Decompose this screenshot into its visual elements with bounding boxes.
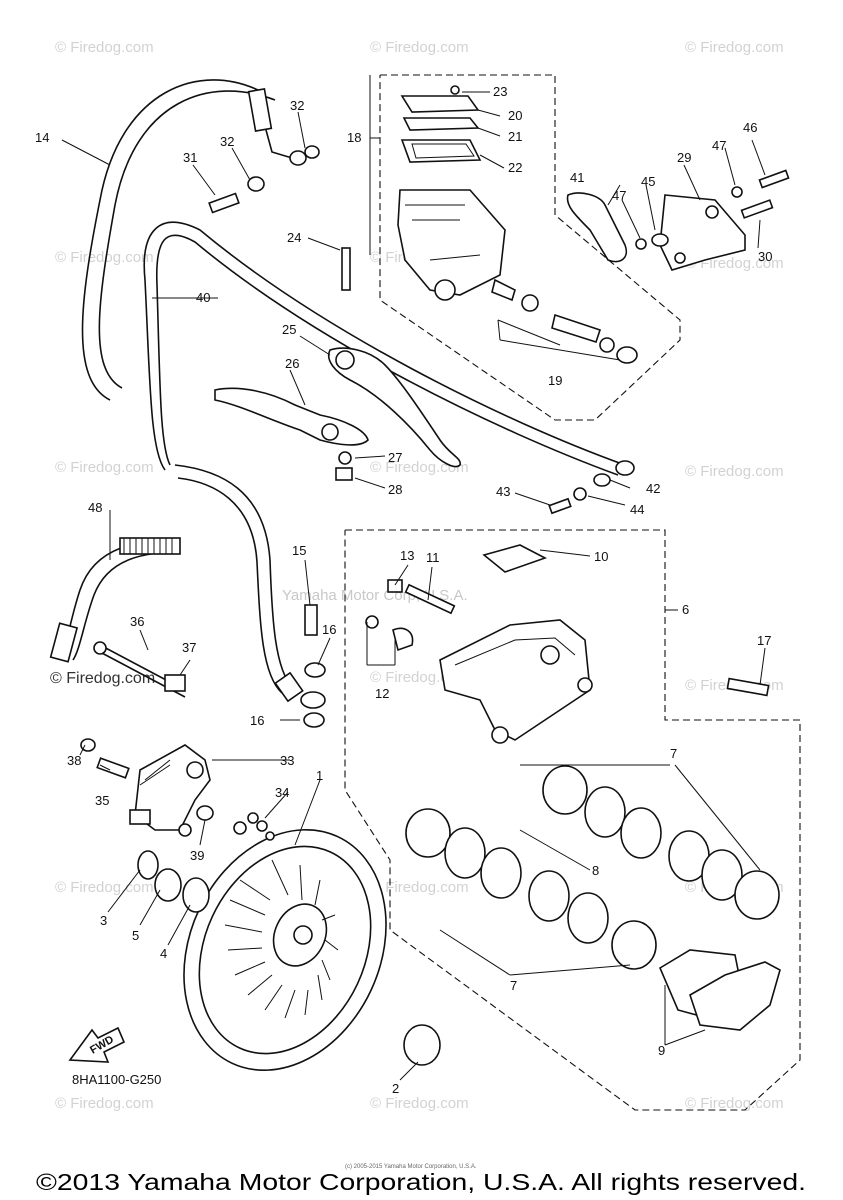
callout-16a: 16 (322, 622, 336, 637)
small-parts-42-44 (548, 473, 611, 515)
rings-3-5 (137, 850, 210, 913)
callout-47b: 47 (612, 188, 626, 203)
callout-8: 8 (592, 863, 599, 878)
callout-1: 1 (316, 768, 323, 783)
small-copyright: (c) 2005-2015 Yamaha Motor Corporation, … (345, 1164, 477, 1170)
callout-42: 42 (646, 481, 660, 496)
group-boxes (344, 74, 801, 1111)
watermark: © Firedog.com (55, 39, 154, 56)
lever-26 (214, 387, 369, 481)
callout-23: 23 (493, 84, 507, 99)
drawing-code: 8HA1100-G250 (72, 1072, 161, 1087)
watermark: © Firedog.com (685, 39, 784, 56)
bolt-36 (93, 641, 186, 698)
watermark: © Firedog.com (55, 879, 154, 896)
watermark: © Firedog.com (370, 1095, 469, 1112)
callout-9: 9 (658, 1043, 665, 1058)
lever-25 (328, 247, 461, 468)
callout-45: 45 (641, 174, 655, 189)
callout-38: 38 (67, 753, 81, 768)
callout-36: 36 (130, 614, 144, 629)
watermark-dark: © Firedog.com (50, 670, 155, 687)
watermark: © Firedog.com (55, 459, 154, 476)
callouts: 1 2 3 4 5 6 7 7 8 9 10 11 12 13 14 15 16… (35, 84, 772, 1096)
brake-hose-14 (81, 79, 307, 401)
callout-35: 35 (95, 793, 109, 808)
master-cylinder-box (379, 74, 681, 421)
callout-16b: 16 (250, 713, 264, 728)
callout-2: 2 (392, 1081, 399, 1096)
callout-7a: 7 (670, 746, 677, 761)
callout-39: 39 (190, 848, 204, 863)
callout-48: 48 (88, 500, 102, 515)
watermark: © Firedog.com (370, 39, 469, 56)
callout-34: 34 (275, 785, 289, 800)
watermark: © Firedog.com (685, 463, 784, 480)
cable-40 (143, 221, 635, 476)
bolts-31-32 (208, 145, 320, 214)
callout-47a: 47 (712, 138, 726, 153)
callout-40: 40 (196, 290, 210, 305)
callout-7b: 7 (510, 978, 517, 993)
callout-31: 31 (183, 150, 197, 165)
callout-32a: 32 (290, 98, 304, 113)
brake-rotor-1 (183, 829, 441, 1071)
lower-hose (174, 464, 304, 703)
bolt-17 (726, 677, 770, 697)
callout-22: 22 (508, 160, 522, 175)
callout-25: 25 (282, 322, 296, 337)
callout-27: 27 (388, 450, 402, 465)
watermark: © Firedog.com (55, 1095, 154, 1112)
watermark: © Firedog.com (55, 249, 154, 266)
callout-46: 46 (743, 120, 757, 135)
callout-24: 24 (287, 230, 301, 245)
callout-18: 18 (347, 130, 361, 145)
callout-29: 29 (677, 150, 691, 165)
pistons-seals (405, 765, 780, 970)
callout-37: 37 (182, 640, 196, 655)
callout-17: 17 (757, 633, 771, 648)
rear-caliper (80, 738, 275, 841)
callout-20: 20 (508, 108, 522, 123)
leader-lines (61, 91, 766, 1081)
callout-10: 10 (594, 549, 608, 564)
copyright: ©2013 Yamaha Motor Corporation, U.S.A. A… (36, 1169, 806, 1195)
callout-15: 15 (292, 543, 306, 558)
callout-44: 44 (630, 502, 644, 517)
callout-3: 3 (100, 913, 107, 928)
callout-11: 11 (426, 550, 440, 565)
cable-48 (49, 537, 181, 663)
callout-19: 19 (548, 373, 562, 388)
brake-pads-9 (658, 949, 781, 1031)
callout-28: 28 (388, 482, 402, 497)
callout-32b: 32 (220, 134, 234, 149)
callout-33: 33 (280, 753, 294, 768)
watermark: © Firedog.com (370, 459, 469, 476)
callout-21: 21 (508, 129, 522, 144)
callout-30: 30 (758, 249, 772, 264)
callout-41: 41 (570, 170, 584, 185)
callout-5: 5 (132, 928, 139, 943)
watermark: © Firedog.com (685, 1095, 784, 1112)
fwd-arrow: FWD (68, 1026, 126, 1063)
bolt-15 (300, 604, 326, 728)
caliper-box (344, 529, 801, 1111)
callout-13: 13 (400, 548, 414, 563)
callout-12: 12 (375, 686, 389, 701)
callout-43: 43 (496, 484, 510, 499)
bracket-29 (566, 169, 790, 271)
master-cylinder (397, 85, 638, 364)
callout-14: 14 (35, 130, 49, 145)
callout-6: 6 (682, 602, 689, 617)
watermark: © Firedog.com (370, 879, 469, 896)
callout-4: 4 (160, 946, 167, 961)
callout-26: 26 (285, 356, 299, 371)
caliper-6 (365, 544, 593, 744)
